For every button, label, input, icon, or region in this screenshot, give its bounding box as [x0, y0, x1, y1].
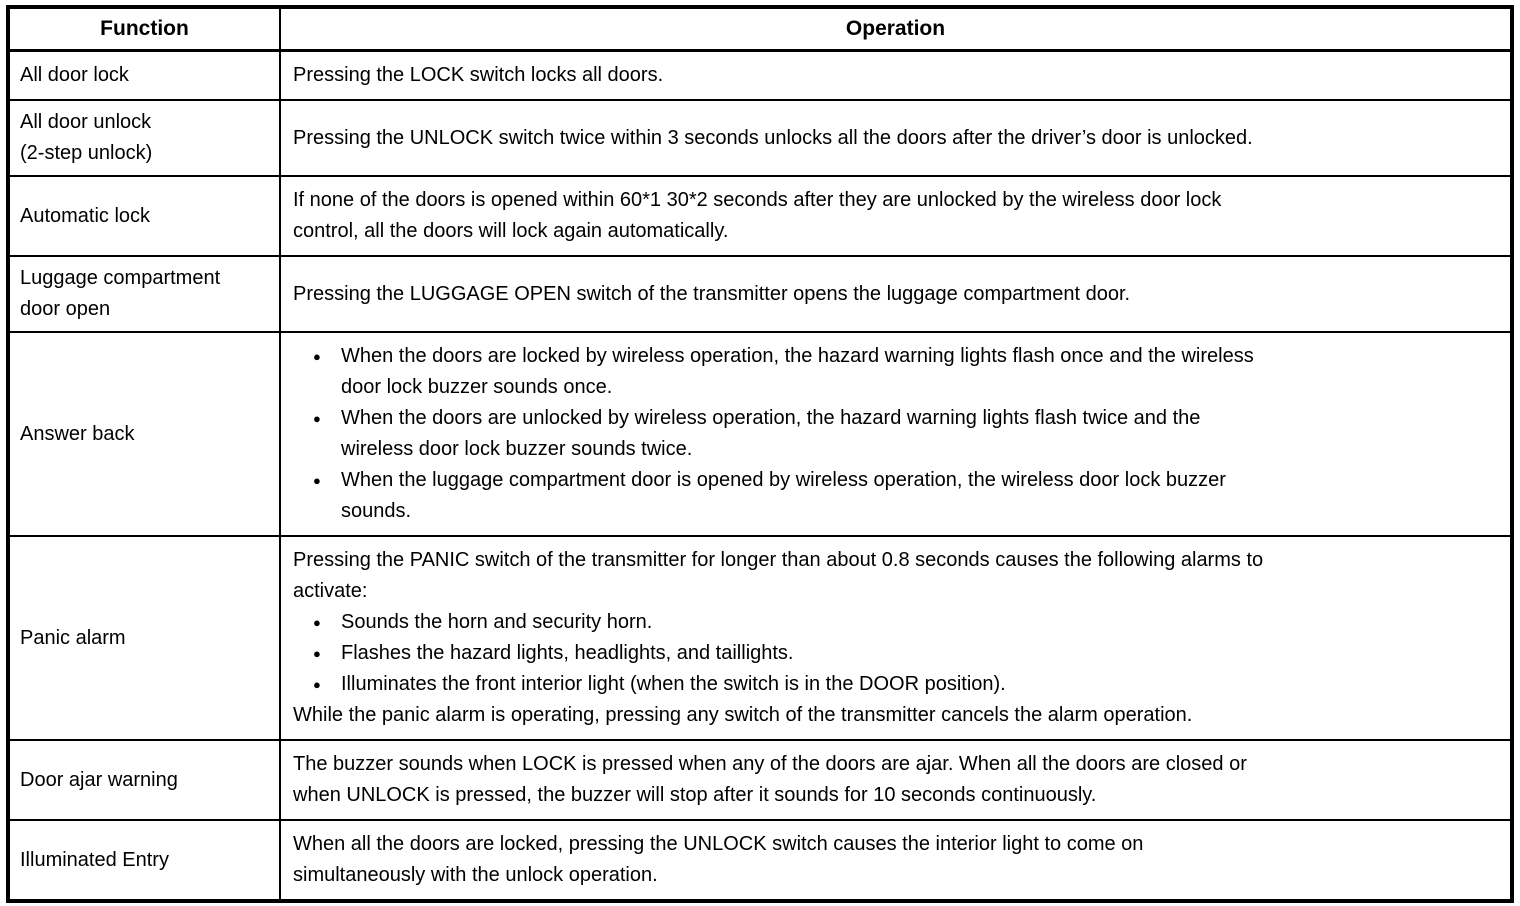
- operation-bullet-list: ● When the doors are locked by wireless o…: [293, 341, 1504, 527]
- bullet-icon: ●: [313, 615, 321, 630]
- operation-paragraph: When all the doors are locked, pressing …: [293, 833, 1144, 886]
- table-row: All door unlock (2-step unlock) Pressing …: [7, 99, 1513, 177]
- bullet-item: ● Flashes the hazard lights, headlights, …: [293, 638, 1504, 669]
- function-cell: All door lock: [7, 49, 281, 101]
- column-header-operation: Operation: [279, 6, 1513, 52]
- bullet-item: ● When the doors are locked by wireless o…: [293, 341, 1504, 403]
- function-cell: Door ajar warning: [7, 739, 281, 821]
- operation-cell: When all the doors are locked, pressing …: [279, 819, 1513, 902]
- table-row: All door lock Pressing the LOCK switch lo…: [7, 49, 1513, 101]
- bullet-item: ● When the doors are unlocked by wireless…: [293, 403, 1504, 465]
- bullet-text: When the doors are locked by wireless op…: [341, 345, 1254, 398]
- operation-paragraph: The buzzer sounds when LOCK is pressed w…: [293, 753, 1247, 806]
- operation-cell: If none of the doors is opened within 60…: [279, 175, 1513, 257]
- bullet-icon: ●: [313, 646, 321, 661]
- function-cell: Answer back: [7, 331, 281, 537]
- operation-cell: Pressing the UNLOCK switch twice within …: [279, 99, 1513, 177]
- operation-cell: The buzzer sounds when LOCK is pressed w…: [279, 739, 1513, 821]
- bullet-icon: ●: [313, 411, 321, 426]
- operation-bullet-list: ● Sounds the horn and security horn. ● Flas…: [293, 607, 1504, 700]
- function-cell: All door unlock (2-step unlock): [7, 99, 281, 177]
- bullet-item: ● When the luggage compartment door is op…: [293, 465, 1504, 527]
- function-cell: Panic alarm: [7, 535, 281, 741]
- operation-paragraph: Pressing the LUGGAGE OPEN switch of the …: [293, 282, 1131, 305]
- bullet-icon: ●: [313, 677, 321, 692]
- operation-paragraph: While the panic alarm is operating, pres…: [293, 704, 1193, 726]
- table-row: Answer back ● When the doors are locked by…: [7, 331, 1513, 537]
- operation-paragraph: Pressing the LOCK switch locks all doors…: [293, 64, 664, 86]
- bullet-item: ● Illuminates the front interior light (w…: [293, 669, 1504, 700]
- operation-paragraph: Pressing the PANIC switch of the transmi…: [293, 549, 1264, 602]
- table-row: Luggage compartment door open Pressing th…: [7, 255, 1513, 333]
- bullet-item: ● Sounds the horn and security horn.: [293, 607, 1504, 638]
- operation-cell: Pressing the LUGGAGE OPEN switch of the …: [279, 255, 1513, 333]
- operation-cell: Pressing the LOCK switch locks all doors…: [279, 49, 1513, 101]
- function-cell: Luggage compartment door open: [7, 255, 281, 333]
- operation-paragraph: If none of the doors is opened within 60…: [293, 189, 1222, 242]
- operation-cell: ● When the doors are locked by wireless o…: [279, 331, 1513, 537]
- bullet-text: When the doors are unlocked by wireless …: [341, 407, 1201, 460]
- bullet-text: Illuminates the front interior light (wh…: [341, 673, 1006, 695]
- bullet-icon: ●: [313, 473, 321, 488]
- header-row: Function Operation: [7, 6, 1513, 52]
- function-cell: Automatic lock: [7, 175, 281, 257]
- function-cell: Illuminated Entry: [7, 819, 281, 902]
- bullet-icon: ●: [313, 349, 321, 364]
- bullet-text: Flashes the hazard lights, headlights, a…: [341, 642, 794, 664]
- bullet-text: When the luggage compartment door is ope…: [341, 469, 1226, 522]
- operation-cell: Pressing the PANIC switch of the transmi…: [279, 535, 1513, 741]
- operation-paragraph: Pressing the UNLOCK switch twice within …: [293, 126, 1253, 149]
- column-header-function: Function: [7, 6, 281, 52]
- bullet-text: Sounds the horn and security horn.: [341, 611, 653, 633]
